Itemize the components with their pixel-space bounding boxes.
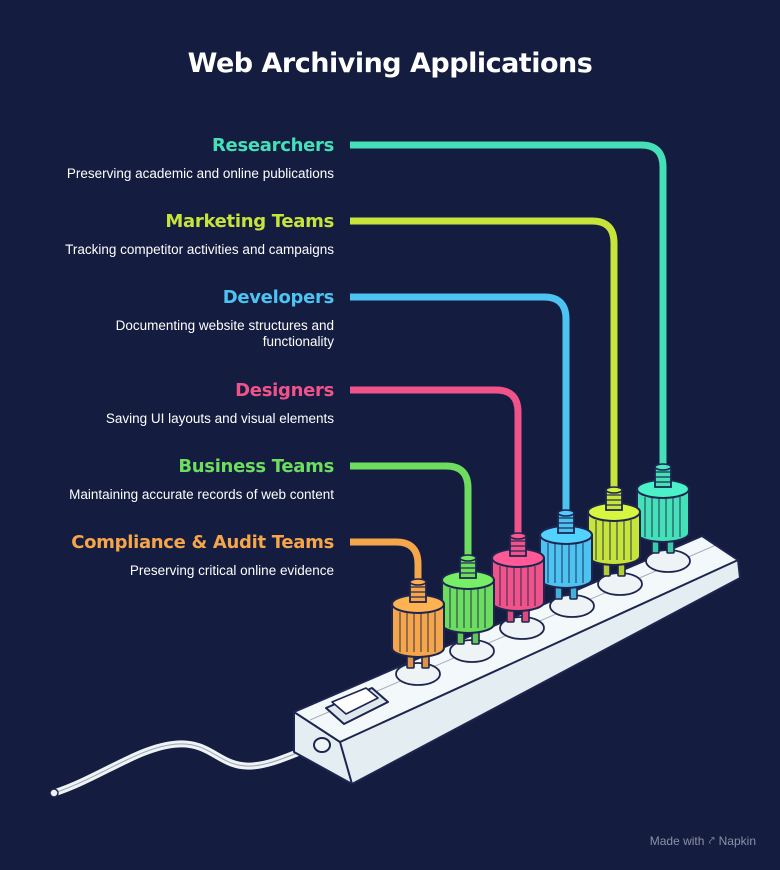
napkin-logo-icon: ⤤ [708,834,715,847]
cable-developers [350,293,570,513]
application-label: Researchers [212,135,334,156]
application-label: Developers [222,287,335,308]
application-label: Designers [235,380,334,401]
application-description: Tracking competitor activities and campa… [65,242,334,257]
plug-layer [391,463,690,669]
power-switch [325,687,389,725]
application-description: Maintaining accurate records of web cont… [69,487,334,502]
cable-compliance-audit-teams [350,538,422,582]
cable-business-teams [350,462,472,558]
application-item-researchers: Researchers Preserving academic and onli… [14,135,334,182]
made-with-napkin-watermark: Made with ⤤ Napkin [650,834,756,848]
application-description: Preserving academic and online publicati… [66,166,334,181]
plug-developers [539,509,593,600]
application-item-compliance-audit-teams: Compliance & Audit Teams Preserving crit… [14,532,334,579]
application-label: Compliance & Audit Teams [71,532,334,553]
watermark-prefix: Made with [649,834,705,848]
power-cord [50,740,326,797]
cable-designers [350,386,522,536]
application-label: Business Teams [178,456,334,477]
application-description: Preserving critical online evidence [129,563,334,578]
application-description: Documenting website structures and funct… [115,318,334,349]
application-item-business-teams: Business Teams Maintaining accurate reco… [14,456,334,503]
application-item-designers: Designers Saving UI layouts and visual e… [14,380,334,427]
application-description: Saving UI layouts and visual elements [105,411,334,426]
application-item-developers: Developers Documenting website structure… [94,287,335,350]
plug-researchers [636,463,690,554]
cable-marketing-teams [350,217,618,490]
plug-business-teams [441,554,495,645]
watermark-brand: Napkin [718,834,756,848]
plug-designers [491,532,545,623]
application-item-marketing-teams: Marketing Teams Tracking competitor acti… [14,211,334,258]
cable-layer [350,141,667,582]
plug-compliance-audit-teams [391,578,445,669]
application-label: Marketing Teams [165,211,334,232]
page-title: Web Archiving Applications [187,48,593,79]
plug-marketing-teams [587,486,641,577]
cable-researchers [350,141,667,467]
